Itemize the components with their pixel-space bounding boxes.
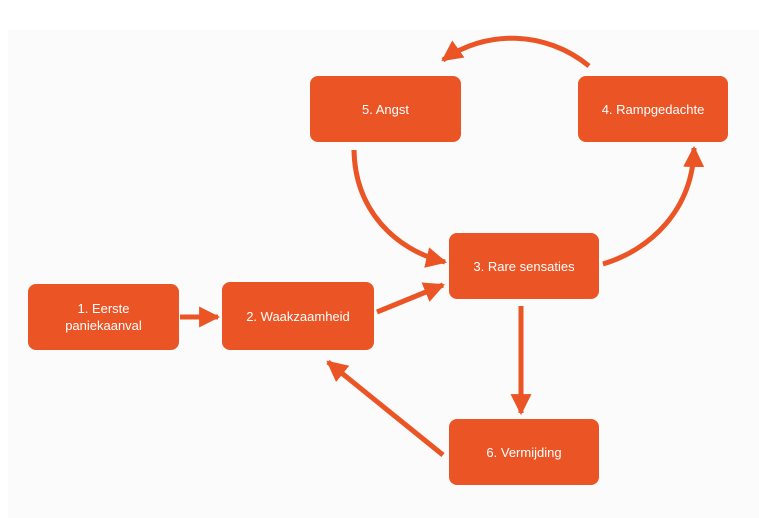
arrow-5-to-3 <box>351 149 448 268</box>
node-label: 2. Waakzaamheid <box>246 308 350 324</box>
arrow-2-to-3 <box>376 282 445 315</box>
node-rampgedachte: 4. Rampgedachte <box>578 76 728 142</box>
arrow-3-to-4 <box>602 145 705 267</box>
node-eerste-paniekaanval: 1. Eerste paniekaanval <box>28 284 179 350</box>
arrow-6-to-2 <box>326 360 445 457</box>
node-waakzaamheid: 2. Waakzaamheid <box>222 282 374 350</box>
arrow-4-to-5 <box>441 35 591 68</box>
node-label: 3. Rare sensaties <box>473 258 575 274</box>
node-vermijding: 6. Vermijding <box>449 419 599 485</box>
node-rare-sensaties: 3. Rare sensaties <box>449 233 599 299</box>
node-label: 1. Eerste paniekaanval <box>65 301 142 333</box>
node-label: 5. Angst <box>362 101 409 117</box>
node-label: 4. Rampgedachte <box>601 101 705 117</box>
node-angst: 5. Angst <box>310 76 461 142</box>
node-label: 6. Vermijding <box>486 444 562 460</box>
